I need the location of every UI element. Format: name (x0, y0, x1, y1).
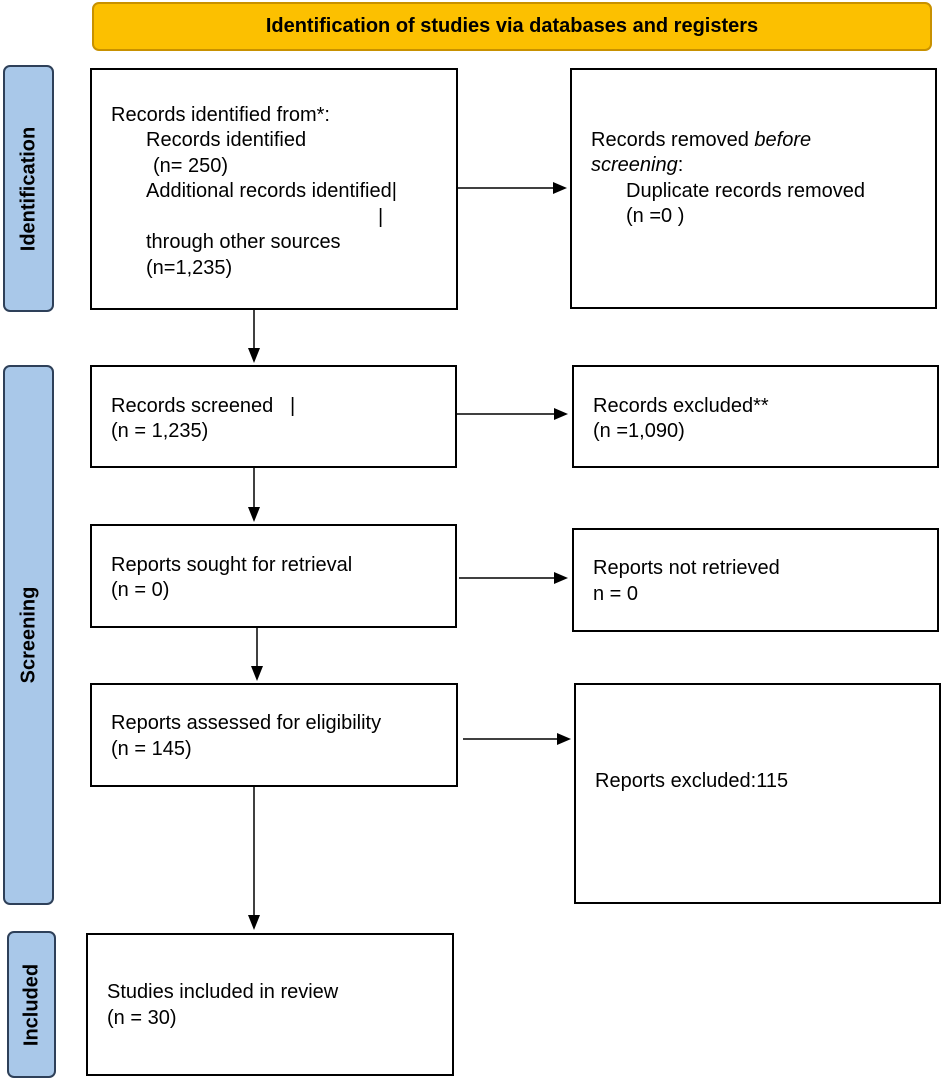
studies-included-count: (n = 30) (107, 1007, 177, 1029)
studies-included-box: Studies included in review (n = 30) (86, 933, 454, 1076)
duplicate-records-label: Duplicate records removed (626, 180, 865, 202)
reports-excluded-box: Reports excluded:115 (574, 683, 941, 904)
records-excluded-box: Records excluded** (n =1,090) (572, 365, 939, 468)
records-identified-heading: Records identified from*: (111, 104, 330, 126)
records-screened-count: (n = 1,235) (111, 420, 209, 442)
arrowhead-identified-to-screened (248, 348, 260, 363)
records-identified-count: (n= 250) (153, 155, 229, 177)
reports-assessed-label: Reports assessed for eligibility (111, 712, 382, 734)
records-removed-prefix: Records removed (591, 129, 755, 151)
reports-assessed-box: Reports assessed for eligibility (n = 14… (90, 683, 458, 787)
duplicate-records-count: (n =0 ) (626, 205, 685, 227)
reports-not-retrieved-box: Reports not retrieved n = 0 (572, 528, 939, 632)
records-removed-heading: Records removed before (591, 128, 811, 154)
arrowhead-assessed-to-reports-excluded (557, 733, 571, 745)
records-removed-screening: screening: (591, 153, 683, 179)
records-excluded-label: Records excluded** (593, 395, 769, 417)
records-identified-label: Records identified (146, 129, 307, 151)
reports-assessed-count: (n = 145) (111, 738, 192, 760)
other-sources-label: through other sources (146, 231, 341, 253)
header-title: Identification of studies via databases … (265, 15, 759, 37)
additional-records-bar: | (378, 206, 384, 228)
reports-not-retrieved-count: n = 0 (593, 583, 639, 605)
records-screened-label: Records screened | (111, 395, 296, 417)
additional-records-label: Additional records identified| (146, 180, 397, 202)
arrowhead-sought-to-not-retrieved (554, 572, 568, 584)
reports-sought-box: Reports sought for retrieval (n = 0) (90, 524, 457, 628)
records-excluded-count: (n =1,090) (593, 420, 685, 442)
arrowhead-screened-to-sought (248, 507, 260, 522)
reports-sought-label: Reports sought for retrieval (111, 554, 353, 576)
records-screened-box: Records screened | (n = 1,235) (90, 365, 457, 468)
phase-included: Included (7, 931, 56, 1078)
arrowhead-identified-to-removed (553, 182, 567, 194)
studies-included-label: Studies included in review (107, 981, 339, 1003)
arrowhead-screened-to-excluded (554, 408, 568, 420)
records-removed-box: Records removed before screening: Duplic… (570, 68, 937, 309)
records-removed-before: before (754, 129, 812, 151)
records-removed-screening-word: screening (591, 154, 678, 176)
reports-excluded-label: Reports excluded:115 (595, 770, 789, 792)
other-sources-count: (n=1,235) (146, 257, 233, 279)
records-removed-colon: : (677, 154, 684, 176)
records-identified-box: Records identified from*: Records identi… (90, 68, 458, 310)
arrowhead-sought-to-assessed (251, 666, 263, 681)
reports-not-retrieved-label: Reports not retrieved (593, 557, 780, 579)
header-identification-banner: Identification of studies via databases … (92, 2, 932, 51)
arrowhead-assessed-to-included (248, 915, 260, 930)
phase-screening: Screening (3, 365, 54, 905)
phase-identification: Identification (3, 65, 54, 312)
reports-sought-count: (n = 0) (111, 579, 170, 601)
